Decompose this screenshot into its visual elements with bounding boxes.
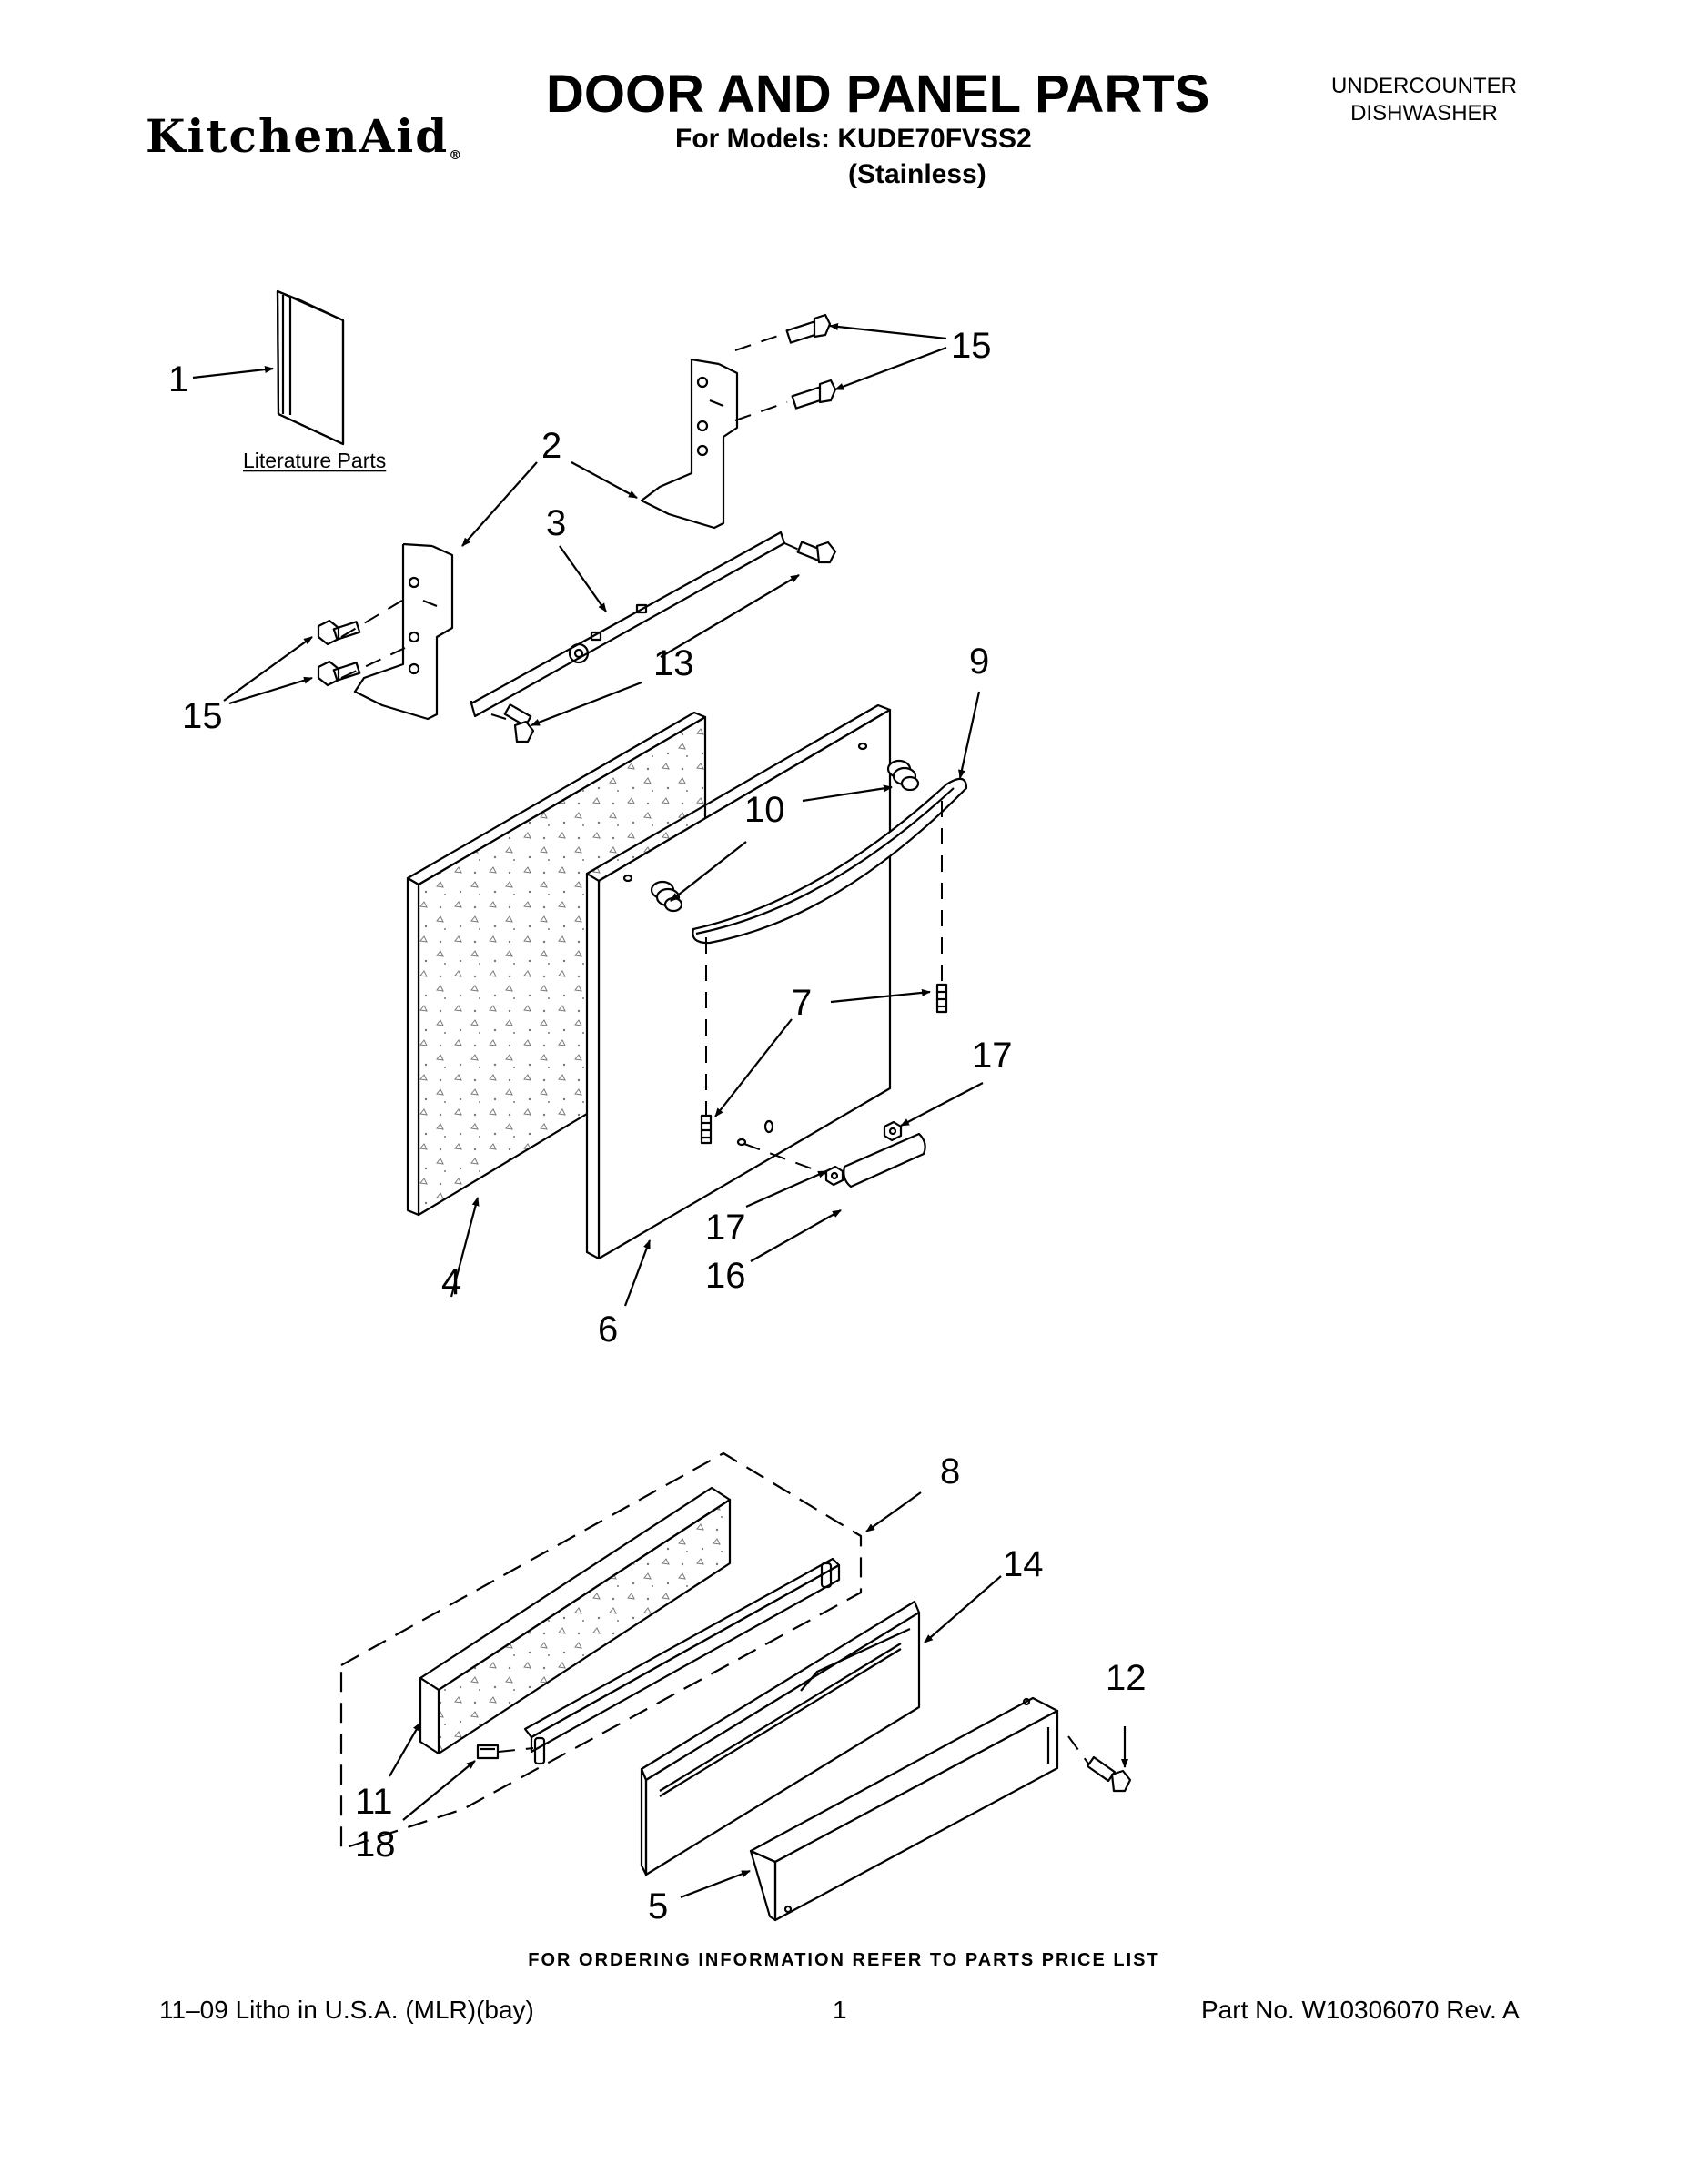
retainer-clip: [476, 1744, 500, 1760]
screw-15-upper-a: [785, 313, 832, 344]
leader-10-upper: [802, 784, 893, 803]
callout-10: 10: [744, 790, 785, 830]
leader-4: [450, 1197, 480, 1298]
screw-15-lower-b: [317, 660, 361, 687]
leader-8: [865, 1491, 922, 1532]
insulation-strip: [419, 1486, 732, 1755]
brand-logo: KitchenAid®: [146, 109, 464, 163]
product-type: UNDERCOUNTER DISHWASHER: [1274, 73, 1574, 127]
screw-13-right: [796, 541, 837, 564]
leader-15-bot-a: [223, 636, 313, 702]
callout-6: 6: [598, 1309, 618, 1350]
callout-1: 1: [168, 359, 188, 399]
leader-3: [559, 545, 607, 612]
leader-2-left: [461, 461, 538, 547]
leader-2-right: [571, 461, 638, 499]
callout-5: 5: [648, 1886, 668, 1926]
callout-13: 13: [653, 643, 694, 683]
outer-door-panel: [585, 703, 892, 1260]
screw-15-lower-a: [317, 619, 361, 646]
callout-14: 14: [1003, 1544, 1044, 1584]
leader-1: [192, 366, 274, 379]
door-handle: [692, 777, 968, 945]
leader-15-top-a: [829, 323, 947, 340]
kickplate-strip: [523, 1557, 841, 1765]
handle-stud-left: [700, 1114, 713, 1145]
callout-15-bottom: 15: [182, 696, 223, 736]
part-number: Part No. W10306070 Rev. A: [1201, 1996, 1520, 2024]
literature-label: Literature Parts: [243, 449, 386, 472]
leader-11: [389, 1722, 421, 1777]
callout-17-left: 17: [705, 1208, 746, 1248]
page-title: DOOR AND PANEL PARTS: [546, 65, 1210, 124]
handle-stud-right: [935, 983, 948, 1014]
callout-16: 16: [705, 1256, 746, 1296]
product-type-line-2: DISHWASHER: [1350, 101, 1498, 126]
callout-7: 7: [792, 983, 812, 1023]
leader-13-right: [660, 574, 800, 658]
callout-12: 12: [1106, 1658, 1147, 1698]
leader-9: [958, 691, 981, 779]
kit-outline-8: [339, 1451, 863, 1851]
leader-17-right: [900, 1082, 984, 1127]
leader-15-bot-b: [228, 676, 313, 705]
badge-nut-left: [824, 1165, 844, 1187]
print-info: 11–09 Litho in U.S.A. (MLR)(bay): [159, 1996, 534, 2024]
ordering-note: FOR ORDERING INFORMATION REFER TO PARTS …: [528, 1950, 1160, 1970]
leader-15-top-b: [834, 346, 947, 391]
door-bracket-right: [640, 358, 739, 530]
callout-11: 11: [355, 1782, 393, 1822]
callout-4: 4: [441, 1262, 461, 1302]
access-panel: [640, 1600, 921, 1876]
callout-17-right: 17: [972, 1036, 1013, 1076]
leader-14: [924, 1575, 1002, 1643]
leader-10-lower: [670, 841, 747, 902]
callout-9: 9: [969, 642, 989, 682]
callout-18: 18: [355, 1825, 396, 1865]
guide-15b: [734, 401, 788, 421]
leader-7-left: [714, 1018, 793, 1117]
product-type-line-1: UNDERCOUNTER: [1331, 74, 1517, 98]
guide-15a: [734, 334, 782, 351]
leader-7-right: [830, 988, 931, 1004]
leader-6: [623, 1239, 652, 1307]
page-number: 1: [833, 1996, 847, 2024]
toe-panel: [749, 1696, 1059, 1922]
finish-label: (Stainless): [848, 159, 986, 189]
model-badge: [843, 1132, 926, 1188]
callout-8: 8: [940, 1451, 960, 1491]
screw-15-upper-b: [791, 379, 837, 410]
models-line: For Models: KUDE70FVSS2: [675, 124, 1032, 154]
leader-17-left: [745, 1169, 827, 1208]
callout-2: 2: [541, 426, 561, 466]
handle-bumper-upper: [886, 759, 920, 792]
badge-nut-right: [883, 1120, 903, 1142]
callout-3: 3: [546, 503, 566, 543]
leader-16: [750, 1209, 842, 1262]
leader-13-left: [531, 681, 642, 727]
leader-18: [402, 1760, 476, 1821]
screw-13-left: [503, 703, 535, 743]
leader-5: [680, 1869, 751, 1899]
callout-15-top: 15: [951, 326, 992, 366]
literature-booklet: [276, 289, 345, 446]
screw-12: [1086, 1755, 1132, 1793]
door-bracket-left: [353, 542, 454, 721]
